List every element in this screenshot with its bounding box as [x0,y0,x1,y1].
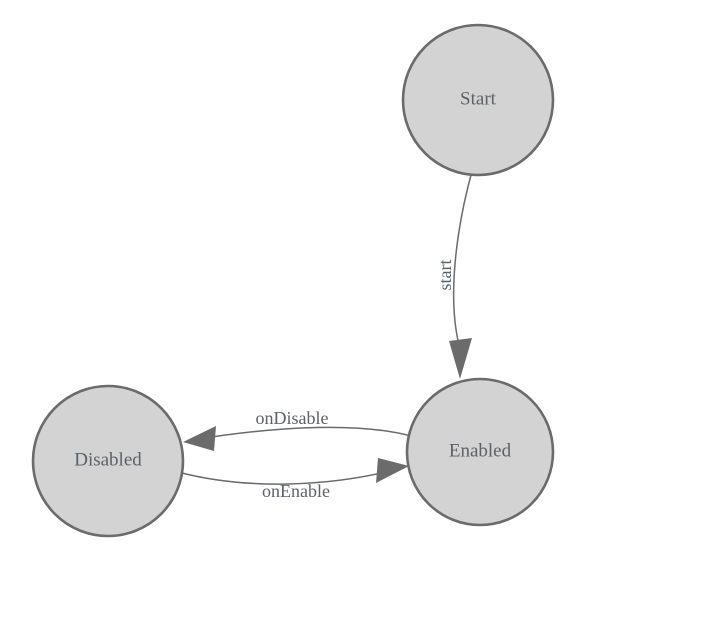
edge-label-start: start [435,260,455,291]
node-disabled-circle[interactable] [31,384,185,538]
edge-disabled-to-enabled[interactable]: onEnable [177,458,409,501]
edge-enabled-to-disabled-line [191,426,412,441]
edge-label-ondisable: onDisable [256,408,329,428]
edge-disabled-to-enabled-arrowhead [376,458,409,483]
edge-label-onenable: onEnable [262,481,330,501]
edge-start-to-enabled-line [452,174,472,346]
node-disabled-label: Disabled [74,449,142,470]
edge-enabled-to-disabled-arrowhead [183,426,216,451]
node-enabled-circle[interactable] [405,377,555,527]
node-start-circle[interactable] [401,23,555,177]
edge-enabled-to-disabled[interactable]: onDisable [183,408,412,451]
edge-start-to-enabled[interactable]: start [435,174,472,379]
node-start-label: Start [460,88,497,109]
node-disabled[interactable]: Disabled [31,384,185,538]
node-enabled-label: Enabled [449,440,512,461]
edge-start-to-enabled-arrowhead [449,338,472,379]
node-enabled[interactable]: Enabled [405,377,555,527]
edge-disabled-to-enabled-line [177,471,387,485]
node-start[interactable]: Start [401,23,555,177]
